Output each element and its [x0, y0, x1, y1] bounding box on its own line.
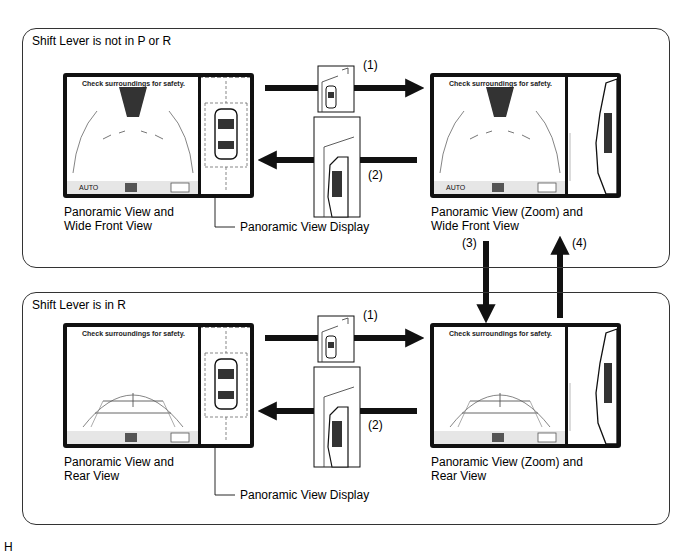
- callout-number: (3): [462, 236, 477, 250]
- screen-message: Check surroundings for safety.: [68, 80, 199, 87]
- panel-heading: Shift Lever is not in P or R: [32, 34, 171, 48]
- callout-number: (4): [572, 236, 587, 250]
- screen-display: Check surroundings for safety. Panoramic …: [431, 324, 622, 483]
- transition-arrow: [483, 241, 489, 308]
- screen-message: Check surroundings for safety.: [435, 80, 566, 87]
- view-caption: Panoramic View (Zoom) and Wide Front Vie…: [431, 205, 596, 233]
- figure-code: H: [4, 540, 13, 554]
- panel-heading: Shift Lever is in R: [32, 298, 126, 312]
- button-label: AUTO: [79, 184, 98, 191]
- button-label: AUTO: [446, 184, 465, 191]
- callout-label: Panoramic View Display: [240, 220, 369, 234]
- transition-arrow: [557, 251, 563, 318]
- view-caption: Panoramic View and Wide Front View: [64, 205, 196, 233]
- view-caption: Panoramic View and Rear View: [64, 455, 196, 483]
- screen-message: Check surroundings for safety.: [435, 330, 566, 337]
- callout-number: (2): [368, 168, 383, 182]
- callout-number: (2): [368, 418, 383, 432]
- callout-number: (1): [363, 308, 378, 322]
- screen-display: Check surroundings for safety. AUTO Panora…: [64, 74, 255, 233]
- screen-display: Check surroundings for safety. AUTO Panora…: [431, 74, 622, 233]
- screen-display: Check surroundings for safety. Panoramic …: [64, 324, 255, 483]
- screen-message: Check surroundings for safety.: [68, 330, 199, 337]
- callout-label: Panoramic View Display: [240, 488, 369, 502]
- callout-number: (1): [363, 58, 378, 72]
- view-caption: Panoramic View (Zoom) and Rear View: [431, 455, 596, 483]
